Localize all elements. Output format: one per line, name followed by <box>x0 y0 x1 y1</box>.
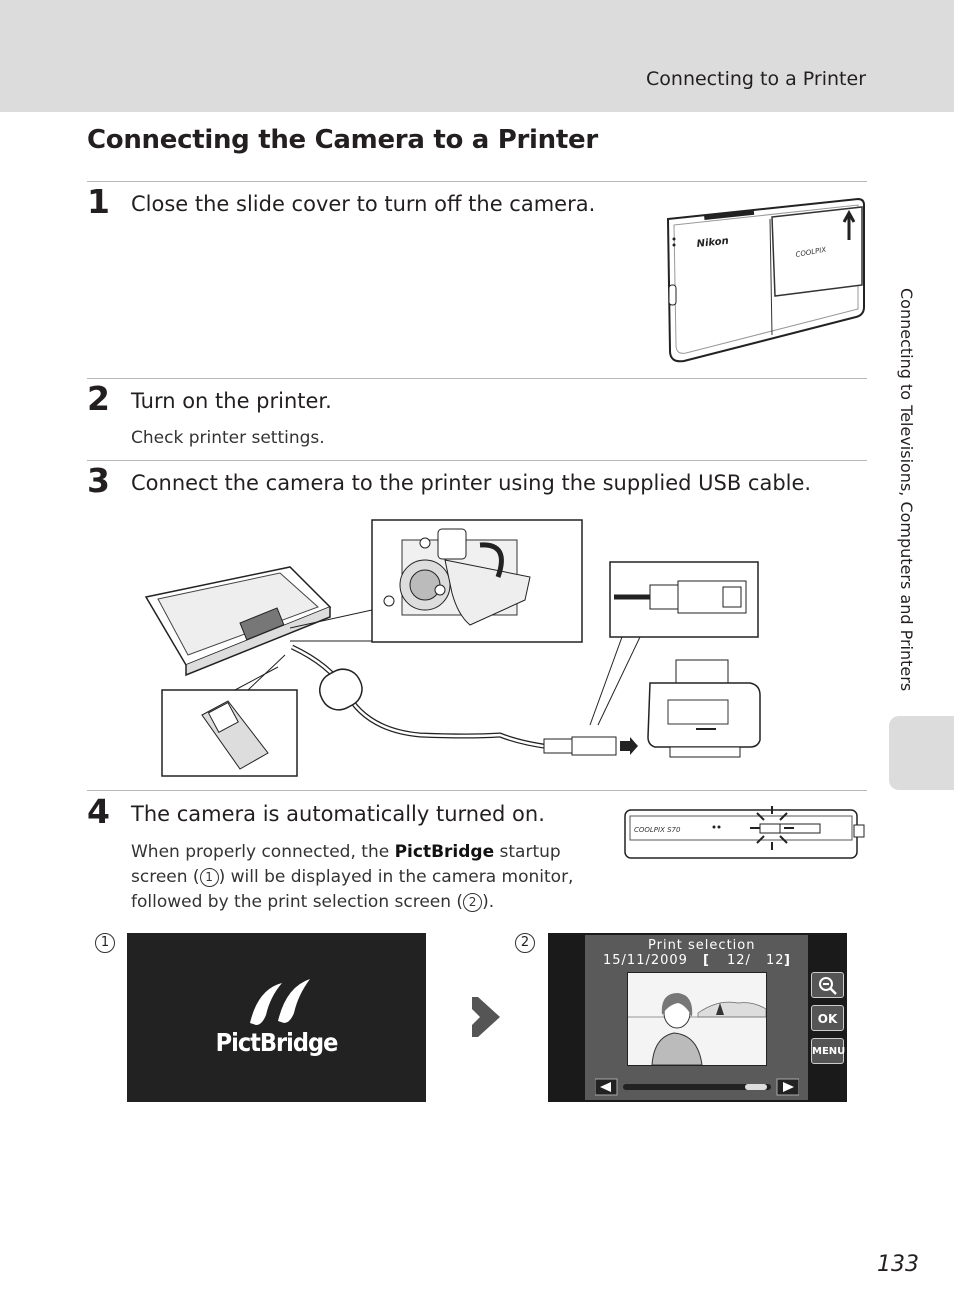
usb-connection-illustration <box>144 519 761 777</box>
screen-label-1: 1 <box>95 933 115 953</box>
camera-model-label: COOLPIX S70 <box>634 826 681 834</box>
camera-brand: Nikon <box>696 236 729 250</box>
header-band <box>0 0 954 112</box>
step-4-number: 4 <box>87 792 110 831</box>
step-3-text: Connect the camera to the printer using … <box>131 471 812 495</box>
menu-button[interactable]: MENU <box>811 1038 845 1064</box>
pictbridge-screen: PictBridge <box>127 933 426 1102</box>
print-date: 15/11/2009 <box>603 953 688 968</box>
divider <box>87 181 867 182</box>
step-1-text: Close the slide cover to turn off the ca… <box>131 192 596 216</box>
pictbridge-term: PictBridge <box>394 842 495 862</box>
pictbridge-wordmark: PictBridge <box>215 1028 339 1057</box>
arrow-right-icon <box>472 997 500 1037</box>
page-title: Connecting the Camera to a Printer <box>87 125 598 155</box>
screen-label-2: 2 <box>515 933 535 953</box>
camera-power-lamp-illustration: COOLPIX S70 <box>624 806 865 859</box>
ref-marker-1: 1 <box>199 868 219 887</box>
step-4-paragraph: When properly connected, the PictBridge … <box>131 842 574 912</box>
side-chapter-label: Connecting to Televisions, Computers and… <box>897 288 916 692</box>
pictbridge-logo-icon <box>250 979 310 1025</box>
step-2-number: 2 <box>87 379 110 418</box>
print-selection-panel: Print selection 15/11/2009 [ 12/ 12 ] <box>585 935 808 1100</box>
photo-thumbnail <box>627 972 767 1066</box>
step-2-subtext: Check printer settings. <box>131 428 325 448</box>
divider <box>87 460 867 461</box>
counter-bracket-close: ] <box>784 953 791 968</box>
step-1-number: 1 <box>87 182 110 221</box>
print-selection-screen: Print selection 15/11/2009 [ 12/ 12 ] <box>548 933 847 1102</box>
image-total: 12 <box>766 953 785 968</box>
print-selection-title: Print selection <box>648 938 756 953</box>
step-2-text: Turn on the printer. <box>131 389 332 413</box>
running-header: Connecting to a Printer <box>646 68 866 90</box>
scroll-bar[interactable] <box>595 1078 799 1096</box>
divider <box>87 378 867 379</box>
camera-slide-cover-illustration: Nikon COOLPIX <box>666 197 865 363</box>
zoom-out-button[interactable] <box>811 972 844 998</box>
ref-marker-2: 2 <box>463 893 483 912</box>
step-3-number: 3 <box>87 461 110 500</box>
step-4-text: The camera is automatically turned on. <box>131 802 545 826</box>
image-counter: 12/ <box>727 953 751 968</box>
magnifier-minus-icon <box>818 977 837 995</box>
ok-button[interactable]: OK <box>811 1005 844 1031</box>
divider <box>87 790 867 791</box>
chapter-tab <box>889 716 954 790</box>
counter-bracket-open: [ <box>703 953 710 968</box>
page-number: 133 <box>877 1252 919 1277</box>
